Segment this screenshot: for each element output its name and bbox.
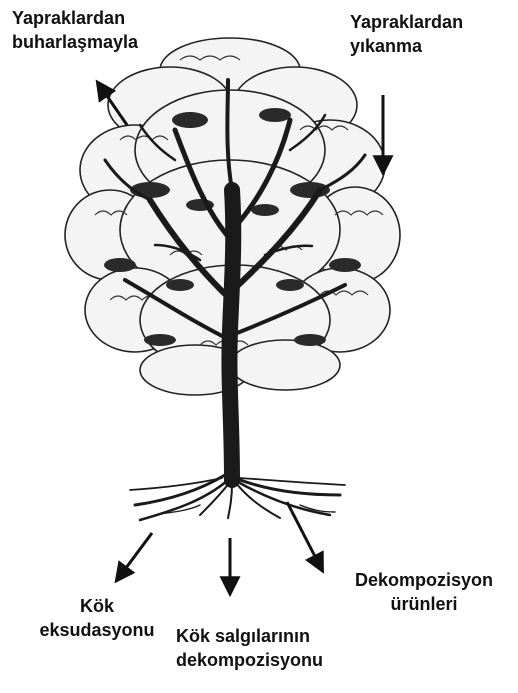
roots (130, 475, 345, 520)
label-leaf-washing: Yapraklardan yıkanma (350, 10, 463, 58)
label-decomposition-products: Dekompozisyon ürünleri (335, 568, 513, 616)
label-leaf-washing-line1: Yapraklardan (350, 10, 463, 34)
label-root-exudation-line2: eksudasyonu (22, 618, 172, 642)
label-root-exudation: Kök eksudasyonu (22, 594, 172, 642)
label-root-secretion-decomposition-line1: Kök salgılarının (176, 624, 323, 648)
label-leaf-evaporation-line1: Yapraklardan (12, 6, 138, 30)
label-leaf-evaporation: Yapraklardan buharlaşmayla (12, 6, 138, 54)
arrow-root-exudation (117, 533, 152, 580)
label-leaf-evaporation-line2: buharlaşmayla (12, 30, 138, 54)
label-root-secretion-decomposition: Kök salgılarının dekompozisyonu (176, 624, 323, 672)
label-root-exudation-line1: Kök (22, 594, 172, 618)
label-decomposition-products-line1: Dekompozisyon (335, 568, 513, 592)
label-leaf-washing-line2: yıkanma (350, 34, 463, 58)
label-decomposition-products-line2: ürünleri (335, 592, 513, 616)
label-root-secretion-decomposition-line2: dekompozisyonu (176, 648, 323, 672)
